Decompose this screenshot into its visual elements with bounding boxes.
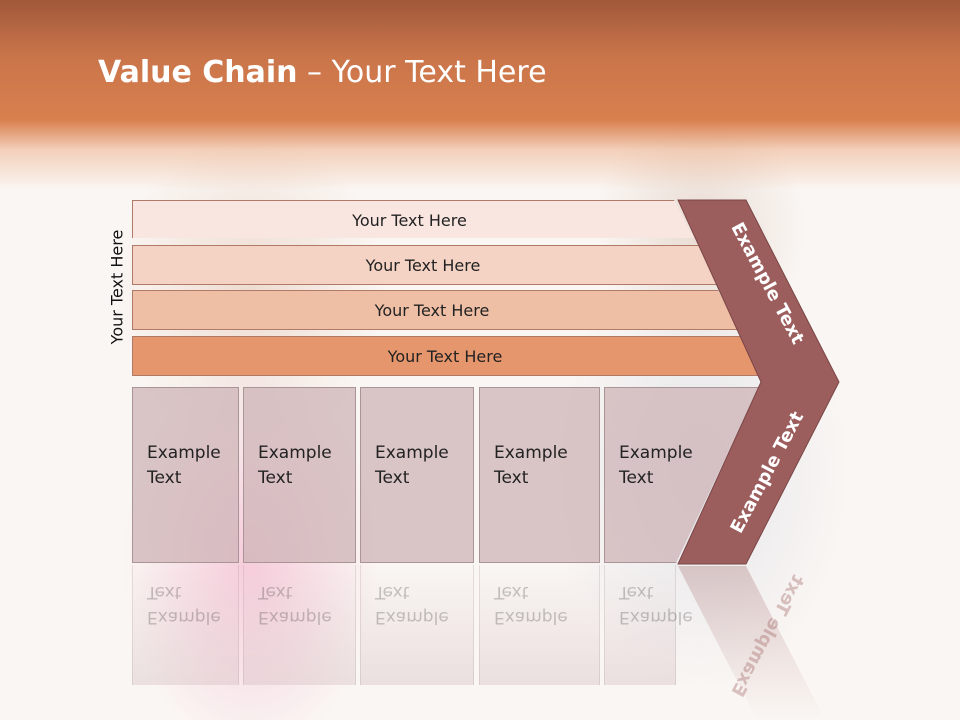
box-1-line1: Example (147, 443, 221, 463)
box-5-reflection-line1: Example (619, 607, 693, 627)
slide-title-bold: Value Chain (98, 55, 298, 90)
support-band-3-text: Your Text Here (374, 300, 490, 320)
box-3-reflection: Example Text (360, 565, 474, 685)
box-2-reflection-line1: Example (258, 607, 332, 627)
box-2-line1: Example (258, 443, 332, 463)
slide-title-rest: – Your Text Here (297, 55, 547, 90)
box-5-line2: Text (619, 468, 654, 488)
support-band-3: Your Text Here (132, 290, 738, 330)
box-1-reflection-line2: Text (147, 582, 182, 602)
support-band-1-text: Your Text Here (352, 210, 467, 230)
slide-title: Value Chain – Your Text Here (98, 55, 547, 90)
primary-activity-box-3: Example Text (360, 387, 474, 563)
box-3-reflection-line2: Text (375, 582, 410, 602)
box-4-reflection-line1: Example (494, 607, 568, 627)
box-1-line2: Text (147, 468, 182, 488)
vertical-side-label: Your Text Here (107, 229, 127, 345)
support-band-1: Your Text Here (132, 200, 694, 238)
box-5-reflection-line2: Text (619, 582, 654, 602)
chevron-shape (677, 199, 840, 565)
primary-activity-box-4: Example Text (479, 387, 600, 563)
box-2-reflection-line2: Text (258, 582, 293, 602)
box-3-reflection-line1: Example (375, 607, 449, 627)
chevron-reflection (678, 566, 825, 720)
box-3-line2: Text (375, 468, 410, 488)
box-4-reflection-line2: Text (494, 582, 529, 602)
box-1-reflection-line1: Example (147, 607, 221, 627)
support-band-2: Your Text Here (132, 245, 720, 285)
box-1-reflection: Example Text (132, 565, 239, 685)
box-2-reflection: Example Text (243, 565, 356, 685)
support-band-2-text: Your Text Here (365, 255, 481, 275)
support-band-4-text: Your Text Here (387, 346, 503, 366)
box-4-line2: Text (494, 468, 529, 488)
box-4-line1: Example (494, 443, 568, 463)
chevron-reflection-shape (678, 566, 825, 720)
box-2-line2: Text (258, 468, 293, 488)
box-5-reflection: Example Text (604, 565, 693, 685)
title-bar (0, 0, 960, 190)
primary-activity-box-1: Example Text (132, 387, 239, 563)
value-chevron (677, 199, 840, 565)
box-5-line1: Example (619, 443, 693, 463)
primary-activity-box-2: Example Text (243, 387, 356, 563)
box-3-line1: Example (375, 443, 449, 463)
support-band-4: Your Text Here (132, 336, 764, 376)
box-4-reflection: Example Text (479, 565, 600, 685)
